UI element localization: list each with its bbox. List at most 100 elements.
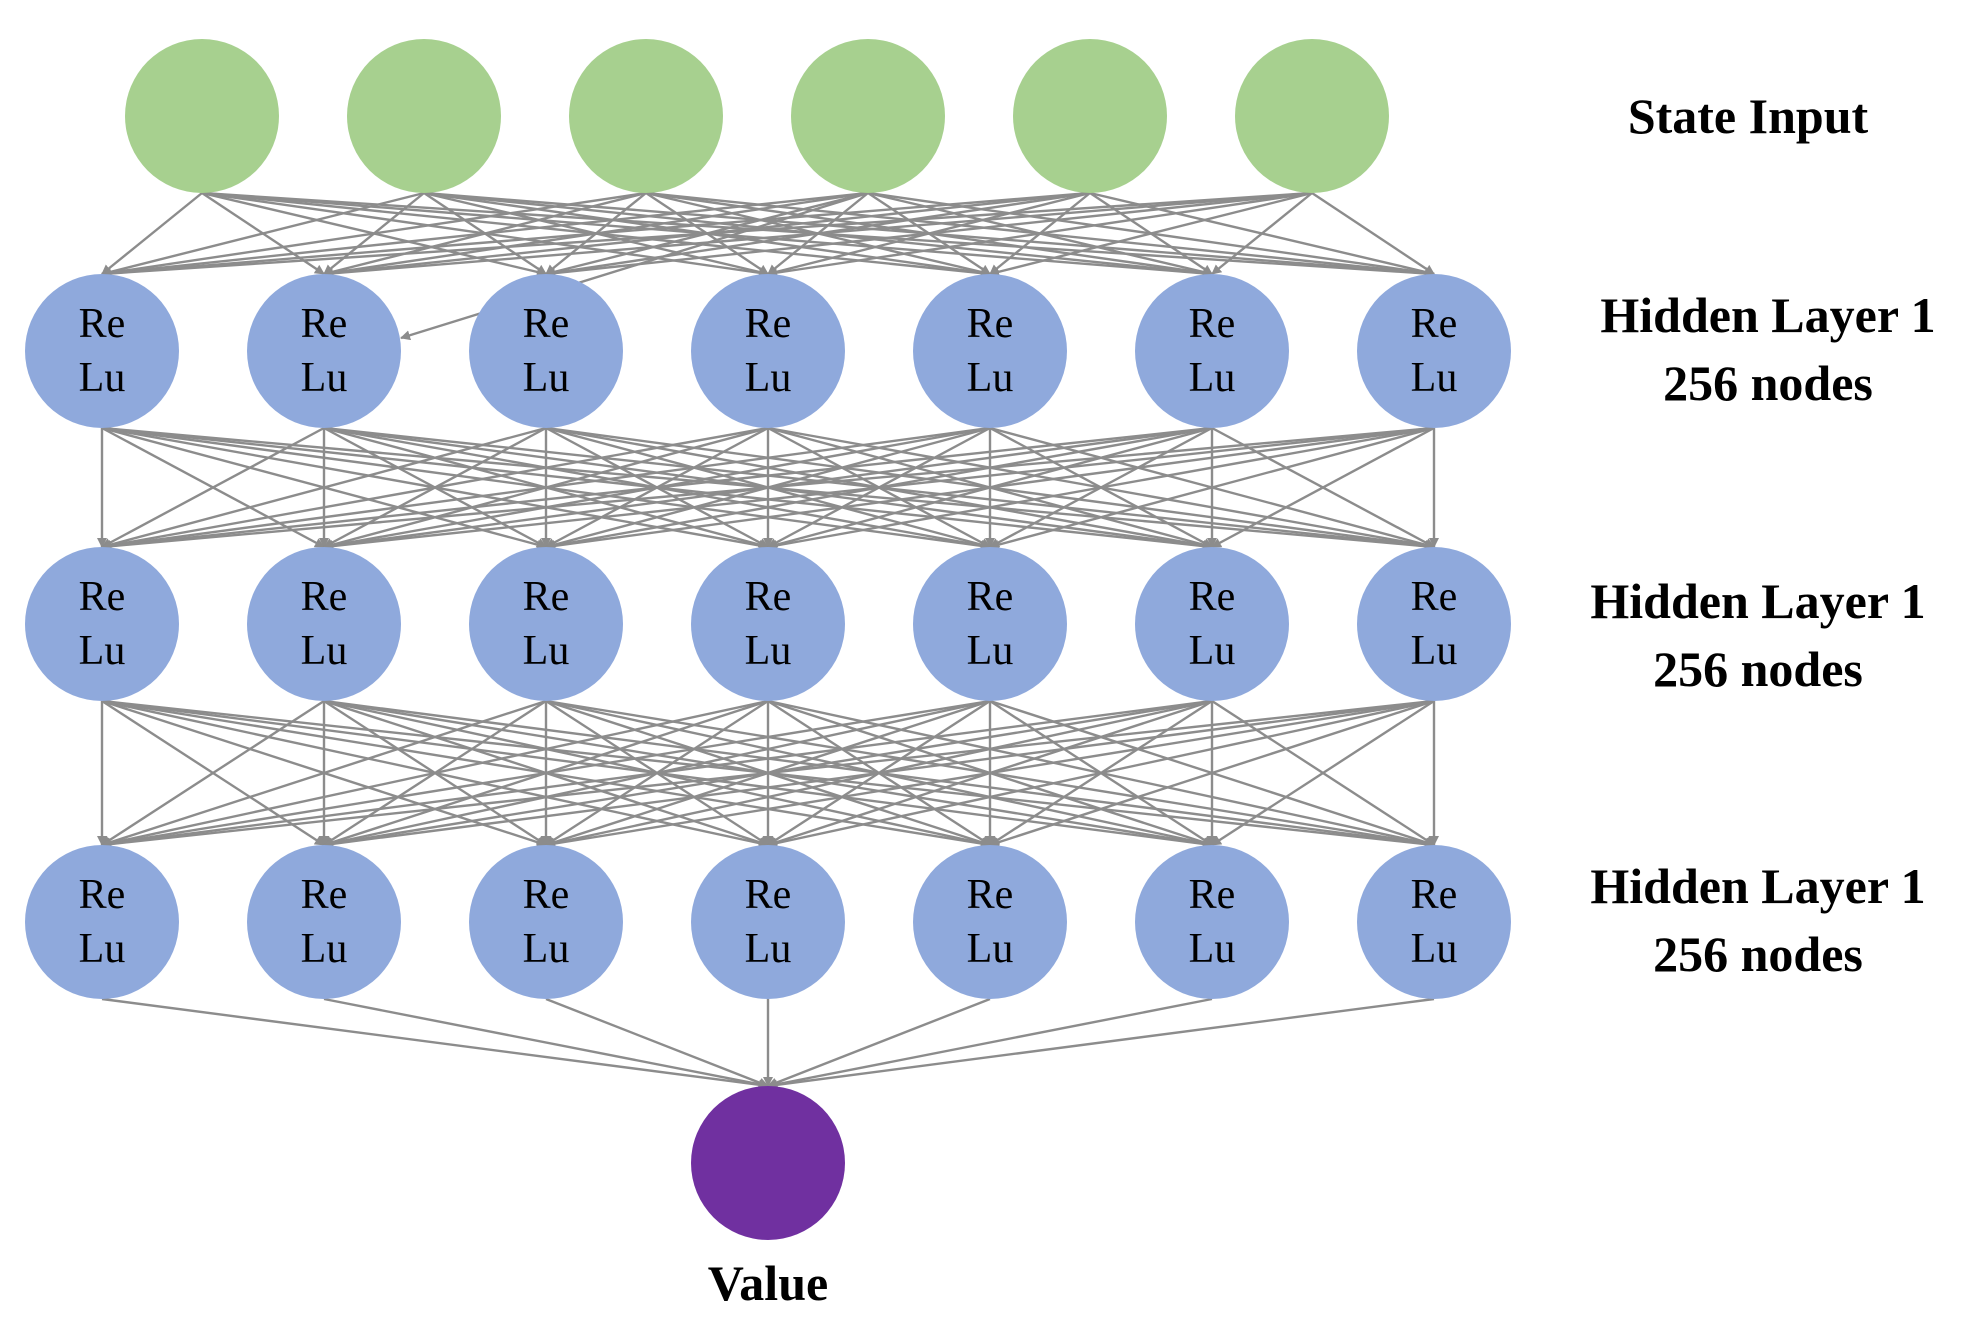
activation-label: Lu (523, 628, 570, 674)
activation-label: Lu (79, 926, 126, 972)
hidden-node-circle (691, 274, 845, 428)
activation-label: Re (745, 301, 792, 347)
input-node-circle (1235, 39, 1389, 193)
activation-label: Re (967, 301, 1014, 347)
connection-arrow (101, 191, 647, 278)
activation-label: Re (1189, 301, 1236, 347)
connections (97, 191, 1439, 1090)
connection-arrow (101, 191, 1091, 279)
activation-label: Lu (745, 926, 792, 972)
activation-label: Lu (79, 628, 126, 674)
activation-label: Re (79, 301, 126, 347)
activation-label: Re (79, 872, 126, 918)
input-node-circle (125, 39, 279, 193)
activation-label: Re (523, 872, 570, 918)
activation-label: Re (1411, 872, 1458, 918)
layer-label-input: State Input (1628, 88, 1869, 144)
activation-label: Lu (1411, 355, 1458, 401)
layer-label-hidden-2: Hidden Layer 1 (1590, 573, 1925, 629)
hidden-node-circle (1357, 547, 1511, 701)
activation-label: Lu (1189, 628, 1236, 674)
activation-label: Re (1411, 301, 1458, 347)
connection-arrow (101, 997, 769, 1090)
input-node (569, 39, 723, 193)
connection-arrow (323, 191, 1313, 279)
activation-label: Re (745, 872, 792, 918)
connection-arrow (101, 699, 1435, 850)
connection-arrow (989, 426, 1435, 550)
input-node (1235, 39, 1389, 193)
connection-arrow (767, 997, 1213, 1090)
connection-arrow (767, 997, 991, 1088)
connection-arrow (101, 699, 991, 849)
connection-arrow (101, 191, 869, 279)
connection-arrow (989, 699, 1435, 847)
activation-label: Lu (1411, 628, 1458, 674)
layer-label-output: Value (708, 1255, 828, 1311)
input-node-circle (347, 39, 501, 193)
hidden-node-circle (25, 274, 179, 428)
activation-label: Lu (79, 355, 126, 401)
activation-label: Lu (301, 628, 348, 674)
hidden-node-circle (1135, 845, 1289, 999)
hidden-node-circle (913, 547, 1067, 701)
hidden-node-circle (247, 274, 401, 428)
connection-arrow (101, 191, 1313, 279)
connection-arrow (545, 191, 1313, 279)
hidden-node-circle (247, 845, 401, 999)
hidden-node-circle (1135, 547, 1289, 701)
connection-arrow (101, 699, 1213, 849)
connection-arrow (1211, 699, 1435, 847)
connection-arrow (101, 426, 325, 549)
hidden-node-circle (1357, 845, 1511, 999)
hidden-node-circle (25, 547, 179, 701)
connection-arrow (323, 426, 1435, 552)
nodes: ReLuReLuReLuReLuReLuReLuReLuReLuReLuReLu… (25, 39, 1511, 1240)
hidden-node-circle (913, 845, 1067, 999)
activation-label: Lu (967, 926, 1014, 972)
connection-arrow (101, 426, 769, 551)
activation-label: Re (523, 574, 570, 620)
input-node-circle (791, 39, 945, 193)
connection-arrow (101, 426, 991, 551)
connection-arrow (323, 699, 1435, 849)
connection-arrow (101, 699, 769, 848)
output-node (691, 1086, 845, 1240)
connection-arrow (101, 191, 425, 277)
activation-label: Lu (301, 926, 348, 972)
activation-label: Lu (301, 355, 348, 401)
connection-arrow (101, 699, 325, 847)
connection-arrow (323, 997, 769, 1090)
connection-arrow (101, 426, 547, 550)
activation-label: Re (301, 872, 348, 918)
connection-arrow (767, 426, 1435, 551)
activation-label: Lu (967, 355, 1014, 401)
output-node-circle (691, 1086, 845, 1240)
activation-label: Re (1189, 872, 1236, 918)
connection-arrow (767, 997, 1435, 1090)
layer-label-hidden-1: Hidden Layer 1 (1600, 287, 1935, 343)
input-node (791, 39, 945, 193)
activation-label: Re (967, 872, 1014, 918)
hidden-node-circle (469, 845, 623, 999)
activation-label: Re (79, 574, 126, 620)
activation-label: Re (967, 574, 1014, 620)
hidden-node-circle (1135, 274, 1289, 428)
hidden-node-circle (691, 845, 845, 999)
connection-arrow (1211, 192, 1313, 275)
